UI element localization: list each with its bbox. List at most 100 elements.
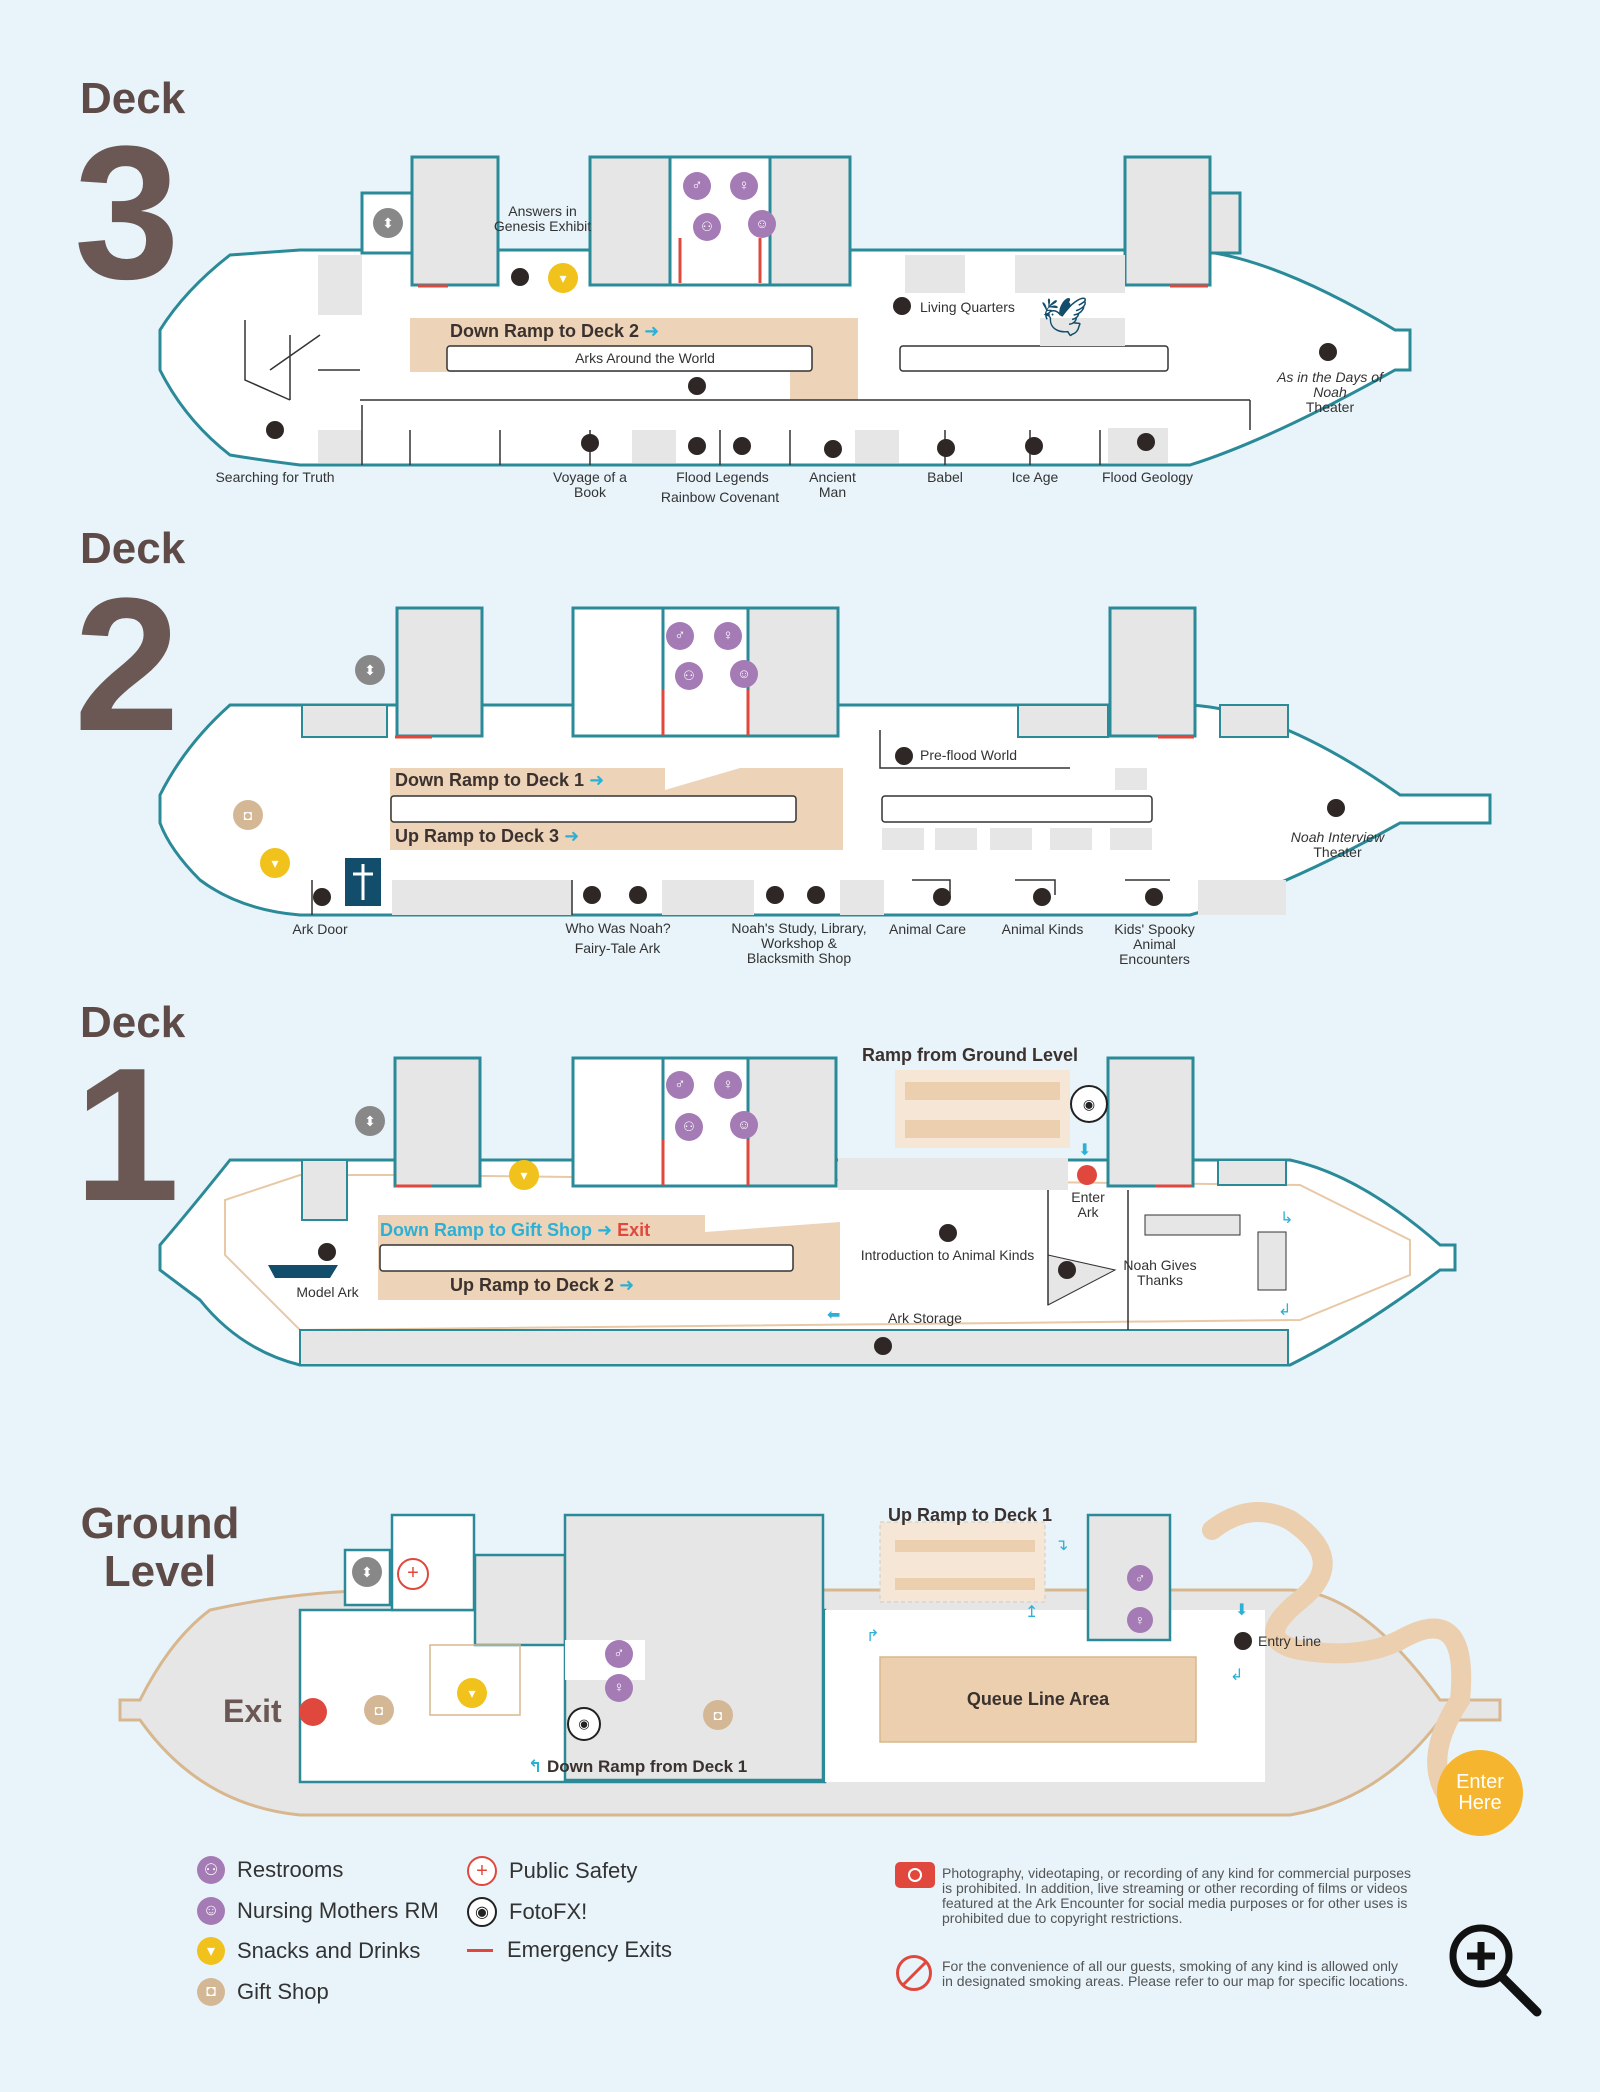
flood-geology-label: Flood Geology <box>1101 469 1194 485</box>
ice-age-label: Ice Age <box>1011 469 1059 485</box>
deck1-number: 1 <box>74 1029 180 1241</box>
restroom-women-icon: ♀ <box>714 1071 742 1099</box>
cup-icon: ▾ <box>260 848 290 878</box>
deck3-theater-label: Theater <box>1305 399 1355 415</box>
deck2-title: Deck <box>80 524 186 573</box>
no-smoking-icon <box>896 1955 932 1991</box>
restroom-men-icon: ♂ <box>666 1071 694 1099</box>
deck1-plan <box>158 1056 1457 1367</box>
who-was-noah-label: Who Was Noah? <box>565 920 671 936</box>
camera-icon: ◉ <box>1070 1085 1108 1123</box>
queue-line-label: Queue Line Area <box>966 1689 1110 1709</box>
arrow-turn-icon: ↲ <box>1230 1667 1244 1684</box>
enter-ark-label: Enter Ark <box>1071 1189 1105 1220</box>
animal-care-label: Animal Care <box>888 921 967 937</box>
plus-icon: + <box>397 1558 429 1590</box>
ramp-from-ground-label: Ramp from Ground Level <box>862 1045 1079 1065</box>
shopping-bag-icon: ◘ <box>703 1700 733 1730</box>
deck3-title: Deck <box>80 74 186 123</box>
exit-label: Exit <box>223 1693 282 1729</box>
arrow-up-icon: ↥ <box>1025 1604 1039 1621</box>
deck2-ramp-up-label: Up Ramp to Deck 3 ➜ <box>395 826 580 846</box>
down-ramp-from-deck1-label: ↰ Down Ramp from Deck 1 <box>528 1757 748 1776</box>
spooky-label: Kids' Spooky Animal Encounters <box>1114 921 1195 967</box>
arrow-turn-icon: ↱ <box>866 1628 880 1645</box>
ground-plan <box>118 1502 1502 1817</box>
nursing-icon: ☺ <box>197 1897 225 1925</box>
family-restroom-icon: ⚇ <box>693 213 721 241</box>
up-ramp-deck1-label: Up Ramp to Deck 1 <box>888 1505 1053 1525</box>
cup-icon: ▾ <box>509 1160 539 1190</box>
deck2-theater-label: Theater <box>1313 844 1362 860</box>
camera-icon: ◉ <box>467 1897 497 1927</box>
ark-door-label: Ark Door <box>292 921 348 937</box>
nursing-icon: ☺ <box>730 660 758 688</box>
model-ark-label: Model Ark <box>296 1284 359 1300</box>
camera-icon: ◉ <box>567 1707 601 1741</box>
camera-icon <box>895 1862 935 1888</box>
babel-label: Babel <box>927 469 963 485</box>
deck2-ramp-down-label: Down Ramp to Deck 1 ➜ <box>395 770 605 790</box>
fairy-tale-label: Fairy-Tale Ark <box>574 940 661 956</box>
flood-legends-label: Flood Legends <box>676 469 769 485</box>
restroom-icon: ⚇ <box>197 1856 225 1884</box>
ark-storage-label: Ark Storage <box>888 1310 962 1326</box>
legend-restrooms: ⚇Restrooms <box>197 1856 343 1884</box>
nursing-icon: ☺ <box>748 210 776 238</box>
restroom-men-icon: ♂ <box>683 172 711 200</box>
smoking-policy-note: For the convenience of all our guests, s… <box>942 1958 1409 1989</box>
legend-safety: +Public Safety <box>467 1856 637 1886</box>
rainbow-label: Rainbow Covenant <box>660 489 780 505</box>
nursing-icon: ☺ <box>730 1111 758 1139</box>
days-of-noah-label: As in the Days of Noah <box>1277 369 1383 400</box>
intro-animal-kinds-label: Introduction to Animal Kinds <box>860 1247 1035 1263</box>
restroom-men-icon: ♂ <box>1127 1565 1153 1591</box>
voyage-label: Voyage of a Book <box>553 469 627 500</box>
shopping-bag-icon: ◘ <box>364 1695 394 1725</box>
legend-gift: ◘Gift Shop <box>197 1978 329 2006</box>
restroom-women-icon: ♀ <box>714 622 742 650</box>
cup-icon: ▾ <box>457 1678 487 1708</box>
noah-gives-thanks-label: Noah Gives Thanks <box>1123 1257 1197 1288</box>
deck1-ramp-up-label: Up Ramp to Deck 2 ➜ <box>450 1275 635 1295</box>
animal-kinds-label: Animal Kinds <box>1001 921 1084 937</box>
photo-policy-note: Photography, videotaping, or recording o… <box>942 1865 1411 1926</box>
elevator-icon: ⬍ <box>355 1106 385 1136</box>
shopping-bag-icon: ◘ <box>197 1978 225 2006</box>
elevator-icon: ⬍ <box>373 208 403 238</box>
arrow-turn-icon: ↲ <box>1278 1302 1292 1319</box>
preflood-label: Pre-flood World <box>920 747 1018 763</box>
restroom-women-icon: ♀ <box>730 172 758 200</box>
noahs-study-label: Noah's Study, Library, Workshop & Blacks… <box>731 920 867 966</box>
restroom-men-icon: ♂ <box>666 622 694 650</box>
elevator-icon: ⬍ <box>352 1557 382 1587</box>
deck3-ramp-label: Down Ramp to Deck 2 ➜ <box>450 321 660 341</box>
arrow-down-icon: ⬇ <box>1078 1142 1092 1159</box>
legend-exits: Emergency Exits <box>467 1937 672 1963</box>
deck1-title: Deck <box>80 998 186 1047</box>
family-restroom-icon: ⚇ <box>675 662 703 690</box>
arrow-turn-icon: ↳ <box>1280 1210 1294 1227</box>
restroom-men-icon: ♂ <box>605 1640 633 1668</box>
plus-icon: + <box>467 1856 497 1886</box>
answers-label: Answers in Genesis Exhibit <box>493 203 592 234</box>
deck3-plan <box>158 155 1412 467</box>
deck2-number: 2 <box>74 559 180 771</box>
dove-icon: 🕊 <box>1040 297 1089 339</box>
restroom-women-icon: ♀ <box>1127 1607 1153 1633</box>
legend-nursing: ☺Nursing Mothers RM <box>197 1897 439 1925</box>
ramp-gift-shop-label: Down Ramp to Gift Shop ➜ Exit <box>380 1220 651 1240</box>
enter-here-badge: Enter Here <box>1437 1750 1523 1836</box>
cup-icon: ▾ <box>548 263 578 293</box>
ancient-man-label: Ancient Man <box>809 469 856 500</box>
arrow-turn-icon: ↴ <box>1055 1537 1069 1554</box>
entry-line-label: Entry Line <box>1258 1633 1322 1649</box>
family-restroom-icon: ⚇ <box>675 1113 703 1141</box>
arrow-left-icon: ⬅ <box>827 1307 841 1324</box>
cross-icon <box>345 858 381 906</box>
elevator-icon: ⬍ <box>355 655 385 685</box>
zoom-in-icon[interactable] <box>1445 1920 1545 2020</box>
ground-title: Ground Level <box>80 1499 240 1596</box>
searching-label: Searching for Truth <box>215 469 335 485</box>
